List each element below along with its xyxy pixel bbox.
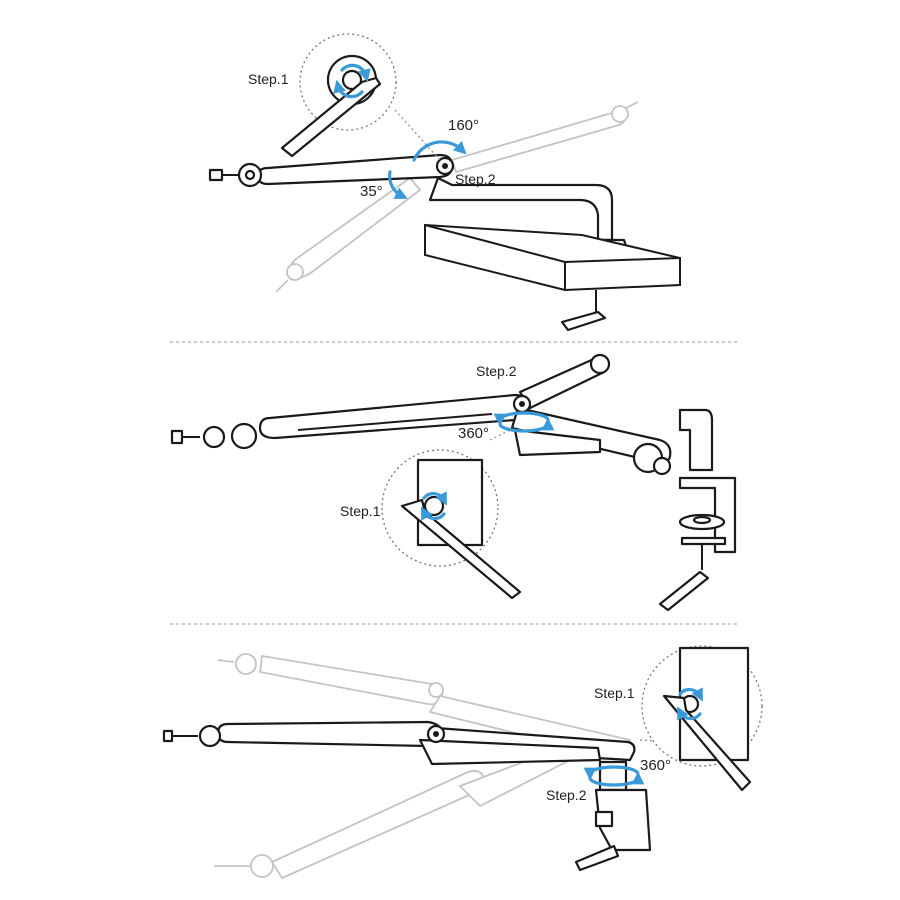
- step1-label: Step.1: [340, 503, 381, 519]
- lower-arm: [510, 406, 672, 476]
- ghost-arm-lowered: [214, 747, 571, 879]
- rear-arm: [518, 353, 611, 410]
- rotation-arrow-160: [412, 140, 467, 162]
- panel-3-base-rotation: Step.1 360° Step.2: [162, 645, 763, 879]
- upper-arm: [208, 153, 454, 188]
- step2-label: Step.2: [546, 787, 587, 803]
- step1-magnifier-inset: [381, 429, 522, 600]
- angle-35-label: 35°: [360, 183, 383, 200]
- lower-arm: [418, 726, 636, 766]
- rotation-arrow-360: [493, 411, 555, 433]
- step2-label: Step.2: [476, 363, 517, 379]
- angle-360-label: 360°: [640, 757, 671, 774]
- step1-label: Step.1: [594, 685, 635, 701]
- desk: [424, 223, 681, 332]
- desk-clamp: [658, 408, 737, 612]
- step1-magnifier-inset: [639, 645, 763, 792]
- step1-magnifier-inset: [280, 33, 441, 161]
- angle-160-label: 160°: [448, 117, 479, 134]
- desk-clamp: [574, 760, 652, 872]
- ghost-arm-raised: [451, 101, 639, 173]
- rotation-arrow-360: [583, 765, 645, 787]
- rotation-arrow-35: [388, 170, 408, 199]
- panel-2-rotation-adjustment: Step.2 360° Step.1: [170, 353, 737, 612]
- ghost-arm-lowered: [275, 177, 421, 293]
- angle-360-label: 360°: [458, 425, 489, 442]
- step2-label: Step.2: [455, 171, 496, 187]
- panel-1-elevation-adjustment: Step.1 Step.2 160° 35°: [208, 33, 681, 332]
- step1-label: Step.1: [248, 71, 289, 87]
- upper-arm: [162, 720, 444, 748]
